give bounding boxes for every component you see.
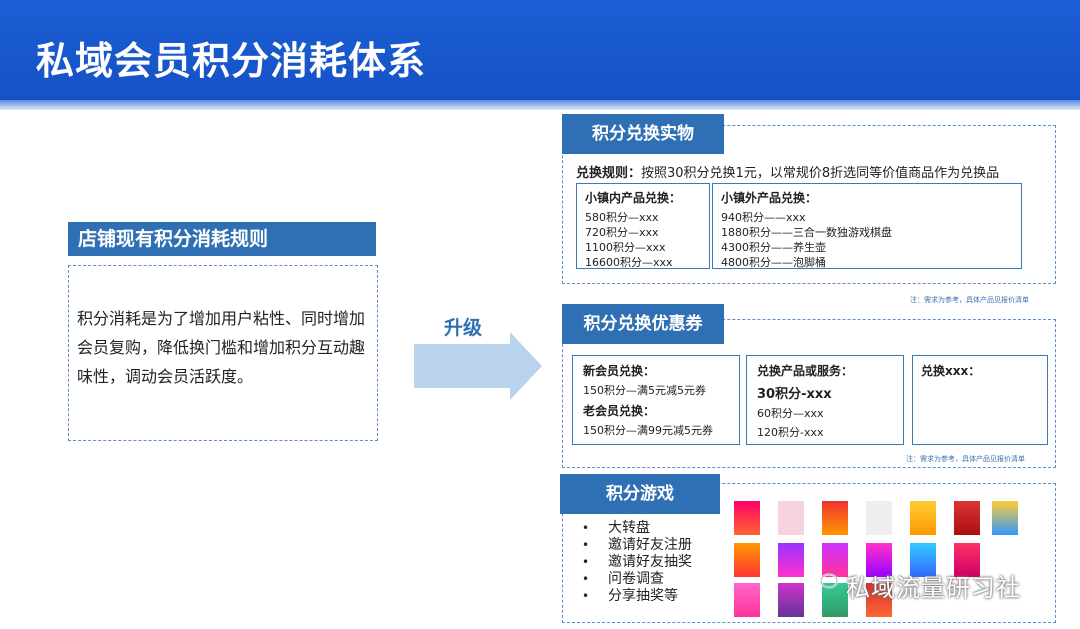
poster-image	[822, 583, 848, 617]
out-town-title: 小镇外产品兑换：	[721, 191, 818, 205]
out-town-line: 4300积分——养生壶	[721, 241, 826, 254]
physical-exchange-tag: 积分兑换实物	[562, 114, 724, 154]
physical-exchange-box	[562, 125, 1056, 284]
product-coupon-line: 60积分—xxx	[757, 407, 824, 420]
in-town-line: 720积分—xxx	[585, 226, 659, 239]
coupon-exchange-tag: 积分兑换优惠券	[562, 304, 724, 344]
games-list: 大转盘 邀请好友注册 邀请好友抽奖 问卷调查 分享抽奖等	[582, 520, 692, 605]
old-member-title: 老会员兑换：	[583, 404, 656, 418]
game-poster-mosaic	[730, 497, 1040, 619]
header-strip	[0, 100, 1080, 110]
poster-image	[954, 543, 980, 577]
other-coupon-title: 兑换xxx：	[921, 364, 981, 378]
in-town-line: 580积分—xxx	[585, 211, 659, 224]
upgrade-label: 升级	[444, 317, 483, 339]
game-item: 邀请好友抽奖	[582, 554, 692, 571]
out-town-line: 940积分——xxx	[721, 211, 806, 224]
poster-image	[778, 543, 804, 577]
wechat-icon	[820, 573, 838, 589]
product-coupon-line: 120积分-xxx	[757, 426, 824, 439]
poster-image	[910, 501, 936, 535]
in-town-title: 小镇内产品兑换：	[585, 191, 682, 205]
game-item: 大转盘	[582, 520, 692, 537]
header-bar	[0, 0, 1080, 104]
new-member-line: 150积分—满5元减5元券	[583, 384, 706, 397]
other-coupon-box: 兑换xxx：	[912, 355, 1048, 445]
poster-image	[954, 501, 980, 535]
old-member-line: 150积分—满99元减5元券	[583, 424, 713, 437]
out-town-line: 1880积分——三合一数独游戏棋盘	[721, 226, 892, 239]
poster-image	[734, 501, 760, 535]
watermark: 私域流量研习社	[846, 574, 1021, 602]
exchange-rule-label: 兑换规则：	[576, 166, 642, 181]
poster-image	[822, 501, 848, 535]
game-item: 邀请好友注册	[582, 537, 692, 554]
member-coupon-box: 新会员兑换： 150积分—满5元减5元券 老会员兑换： 150积分—满99元减5…	[572, 355, 740, 445]
exchange-rule: 兑换规则：按照30积分兑换1元，以常规价8折选同等价值商品作为兑换品	[576, 162, 999, 181]
poster-image	[734, 583, 760, 617]
current-rules-text: 积分消耗是为了增加用户粘性、同时增加会员复购，降低换门槛和增加积分互动趣味性，调…	[77, 309, 366, 386]
upgrade-arrow-icon	[414, 332, 542, 400]
current-rules-box: 积分消耗是为了增加用户粘性、同时增加会员复购，降低换门槛和增加积分互动趣味性，调…	[68, 265, 378, 441]
poster-image	[992, 501, 1018, 535]
poster-image	[778, 501, 804, 535]
game-item: 问卷调查	[582, 571, 692, 588]
new-member-title: 新会员兑换：	[583, 364, 656, 378]
out-town-line: 4800积分——泡脚桶	[721, 256, 826, 269]
points-games-tag: 积分游戏	[560, 474, 720, 514]
game-item: 分享抽奖等	[582, 588, 692, 605]
note-2: 注：需求为参考，具体产品见报价清单	[906, 455, 1025, 463]
out-town-box: 小镇外产品兑换： 940积分——xxx 1880积分——三合一数独游戏棋盘 43…	[712, 183, 1022, 269]
coupon-exchange-box	[562, 319, 1056, 468]
note-1: 注：需求为参考，具体产品见报价清单	[910, 296, 1029, 304]
poster-image	[734, 543, 760, 577]
current-rules-tag: 店铺现有积分消耗规则	[68, 222, 376, 256]
in-town-line: 16600积分—xxx	[585, 256, 673, 269]
page-title: 私域会员积分消耗体系	[36, 39, 427, 83]
poster-image	[866, 583, 892, 617]
poster-image	[866, 543, 892, 577]
poster-image	[778, 583, 804, 617]
product-coupon-title: 兑换产品或服务：	[757, 364, 854, 378]
exchange-rule-text: 按照30积分兑换1元，以常规价8折选同等价值商品作为兑换品	[641, 166, 1000, 181]
in-town-box: 小镇内产品兑换： 580积分—xxx 720积分—xxx 1100积分—xxx …	[576, 183, 710, 269]
poster-image	[822, 543, 848, 577]
product-coupon-main: 30积分-xxx	[757, 387, 832, 402]
in-town-line: 1100积分—xxx	[585, 241, 666, 254]
poster-image	[910, 543, 936, 577]
points-games-box	[562, 483, 1056, 623]
poster-image	[866, 501, 892, 535]
product-coupon-box: 兑换产品或服务： 30积分-xxx 60积分—xxx 120积分-xxx	[746, 355, 904, 445]
